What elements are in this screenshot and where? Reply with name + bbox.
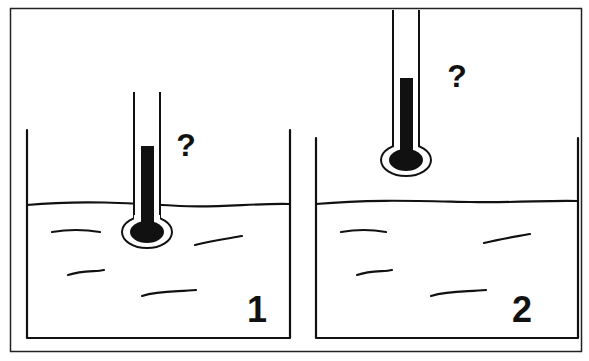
callout-number: 1	[247, 292, 267, 328]
liquid-wave	[68, 270, 104, 275]
question-mark: ?	[176, 129, 196, 161]
thermometer	[381, 10, 431, 176]
frame	[11, 9, 582, 352]
question-mark: ?	[447, 60, 467, 92]
liquid-wave	[52, 230, 100, 232]
liquid-wave	[431, 290, 486, 296]
liquid-wave	[341, 230, 386, 232]
liquid-wave	[195, 236, 242, 245]
liquid-surface	[316, 201, 578, 204]
callout-number: 2	[512, 292, 532, 328]
beaker	[316, 138, 578, 338]
liquid-wave	[484, 234, 530, 243]
liquid-wave	[357, 270, 392, 275]
thermometer	[122, 92, 172, 248]
liquid-wave	[142, 290, 196, 296]
